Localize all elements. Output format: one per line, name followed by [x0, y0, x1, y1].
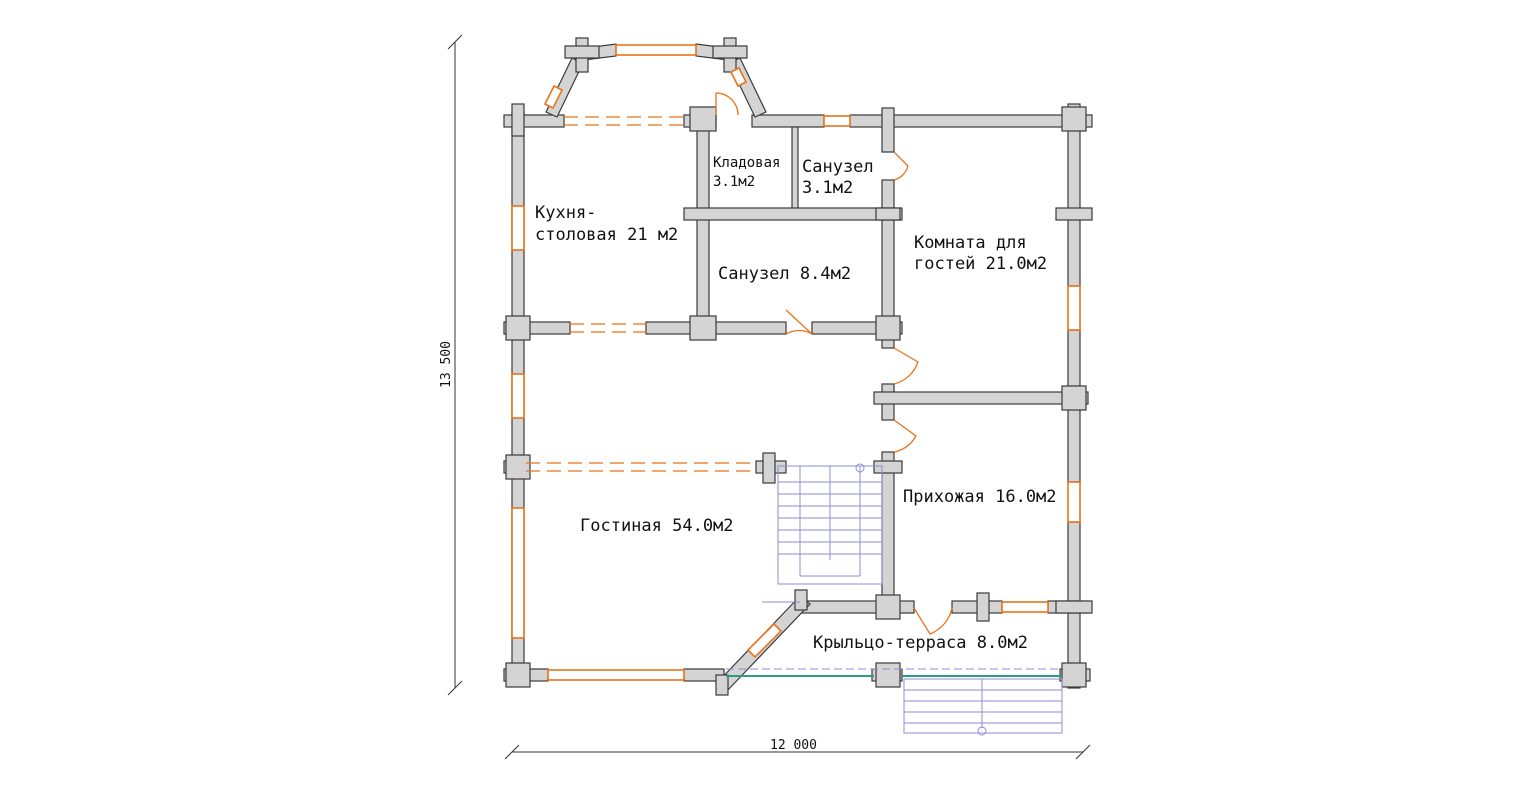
kitchen-label-line2: столовая 21 м2	[535, 225, 678, 245]
windows	[511, 115, 1081, 681]
height-dimension-label: 13 500	[439, 341, 454, 388]
pantry-label-line2: 3.1м2	[713, 174, 755, 190]
porch-terrace-label: Крыльцо-терраса 8.0м2	[813, 633, 1028, 653]
large-bathroom-label: Санузел 8.4м2	[718, 264, 851, 284]
guest-room-label-line1: Комната для	[914, 233, 1027, 253]
guest-room-label-line2: гостей 21.0м2	[914, 254, 1047, 274]
small-bathroom-label-line2: 3.1м2	[802, 178, 853, 198]
pantry-label-line1: Кладовая	[713, 155, 780, 171]
kitchen-label-line1: Кухня-	[535, 203, 596, 223]
living-room-label: Гостиная 54.0м2	[580, 516, 734, 536]
log-corners	[505, 103, 1093, 696]
width-dimension-label: 12 000	[770, 738, 817, 753]
dimension-lines	[447, 34, 1091, 760]
staircase	[762, 463, 883, 603]
open-passages	[526, 116, 756, 472]
hallway-label: Прихожая 16.0м2	[903, 487, 1057, 507]
doors	[715, 92, 953, 635]
bay-window	[543, 37, 767, 118]
small-bathroom-label-line1: Санузел	[802, 157, 874, 177]
entrance-steps	[726, 668, 1063, 736]
